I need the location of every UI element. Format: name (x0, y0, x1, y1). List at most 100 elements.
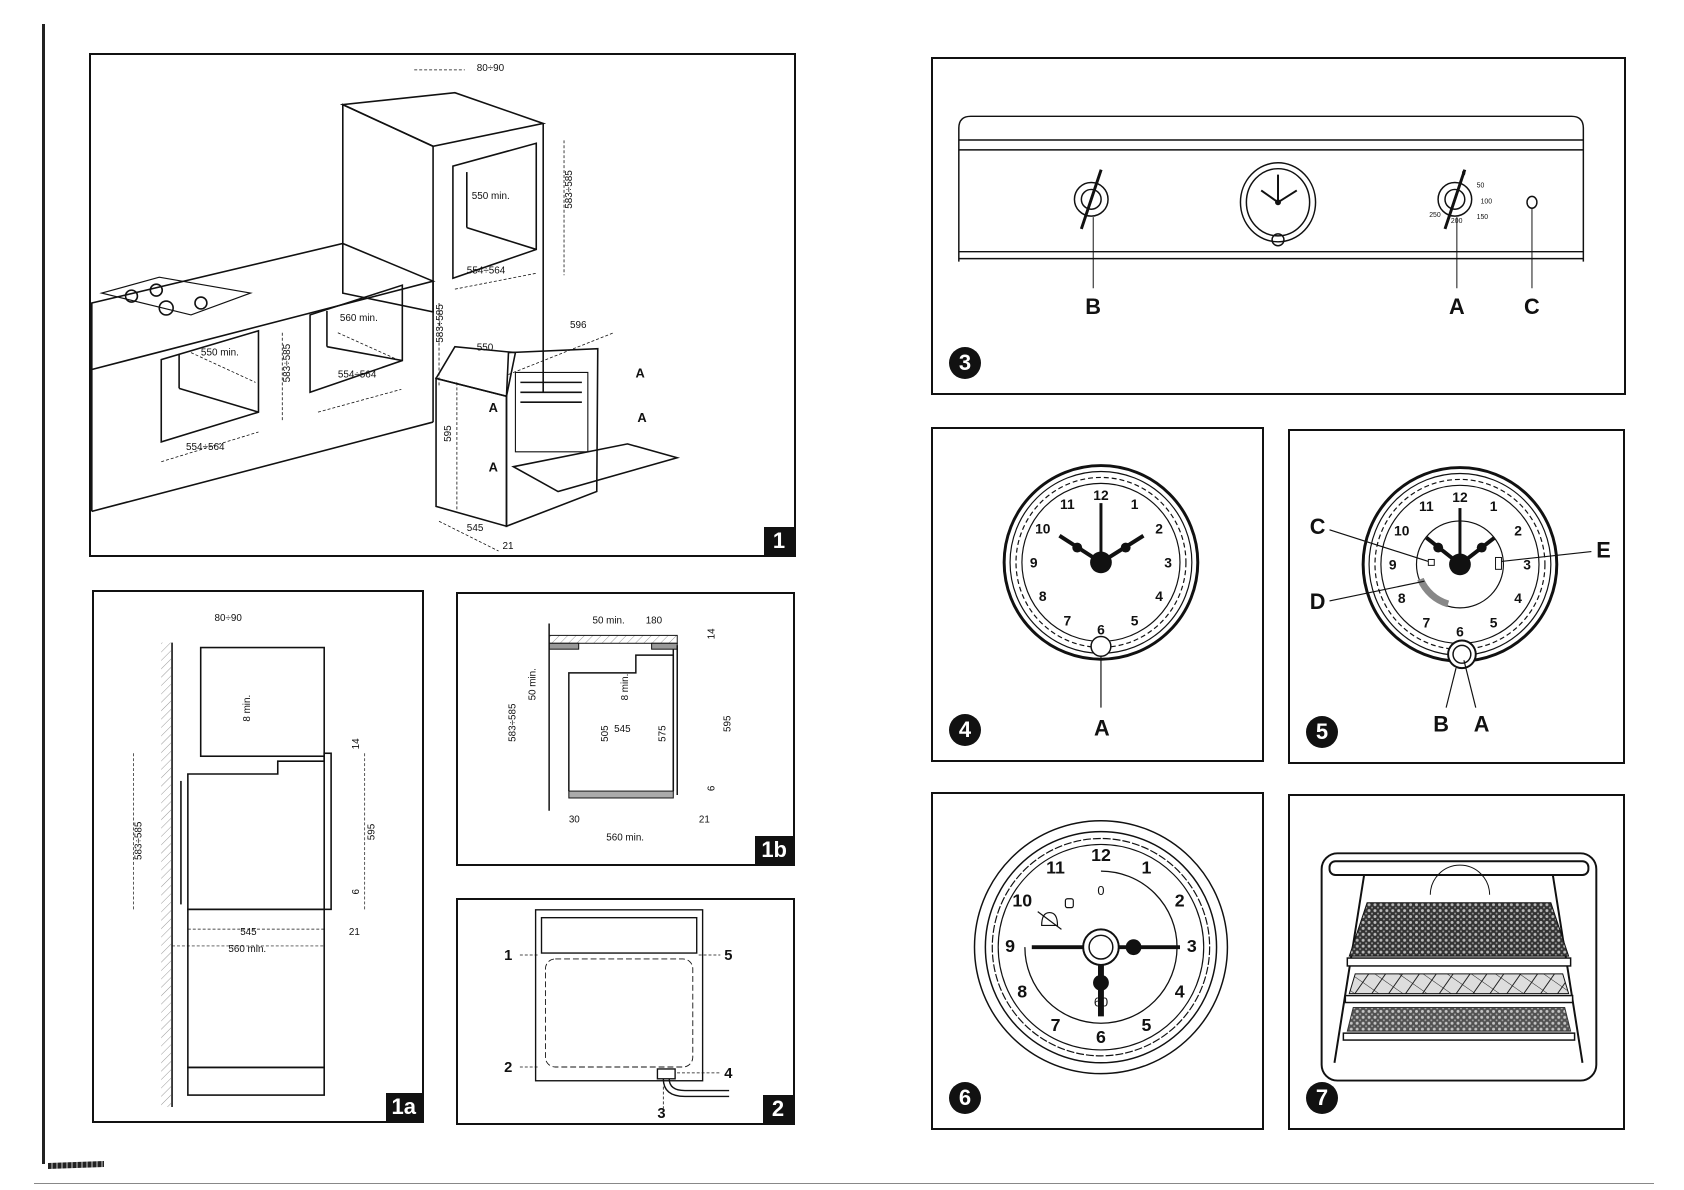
clock-hour-label: 9 (1030, 554, 1038, 570)
lamp-c-label: C (1524, 294, 1540, 319)
knob-a-scale: 50 (1477, 182, 1485, 189)
clock-hour-label: 2 (1175, 891, 1185, 911)
clock-hour-label: 4 (1175, 982, 1185, 1002)
dim-label: 180 (646, 616, 663, 627)
hand-icon (1064, 898, 1074, 909)
dim-label: 550 min. (201, 348, 239, 359)
clock-hour-label: 8 (1017, 982, 1027, 1002)
clock-hour-label: 11 (1419, 498, 1434, 514)
callout-c: C (1310, 514, 1326, 539)
point-label: 4 (724, 1066, 733, 1082)
clock-hour-label: 3 (1523, 556, 1531, 572)
figure-2-fixing-points: 1 2 3 4 5 2 (456, 898, 795, 1125)
dim-label: 583÷585 (133, 821, 144, 860)
knob-a-scale: 100 (1481, 198, 1493, 205)
figure-number-badge: 7 (1306, 1082, 1338, 1114)
figure-1b-section-detail: 50 min. 180 14 583÷585 50 min. 8 min. 50… (456, 592, 795, 866)
figure-1b-drawing: 50 min. 180 14 583÷585 50 min. 8 min. 50… (508, 616, 734, 844)
figure-number-badge: 6 (949, 1082, 981, 1114)
dim-label: 6 (351, 889, 362, 895)
clock-hour-label: 1 (1131, 496, 1139, 512)
clock-hour-label: 9 (1389, 556, 1397, 572)
dim-label: 595 (722, 715, 733, 732)
dim-label: 550 min. (472, 191, 510, 202)
dim-label: 505 (600, 725, 611, 742)
figure-1-drawing: 80÷90 550 min. 583÷585 554÷564 583÷585 5… (91, 63, 681, 552)
dim-label: 14 (707, 628, 718, 639)
knob-b-label: B (1085, 294, 1101, 319)
arrow-label-a: A (489, 460, 498, 475)
dim-label: 50 min. (527, 668, 538, 700)
bottom-rule (34, 1183, 1654, 1184)
dim-label: 583÷585 (508, 703, 519, 742)
dim-label: 14 (351, 738, 362, 749)
inner-scale-label: 0 (1097, 883, 1104, 898)
dim-label: 596 (570, 320, 587, 331)
point-label: 5 (724, 948, 732, 964)
figure-number-badge: 4 (949, 714, 981, 746)
figure-3-control-panel: 0 50 100 150 200 250 B A C 3 (931, 57, 1626, 395)
clock-hour-label: 5 (1490, 615, 1498, 631)
clock-hour-label: 11 (1060, 496, 1075, 512)
dim-label: 8 min. (242, 695, 253, 722)
knob-a-label: A (1449, 294, 1465, 319)
dim-label: 80÷90 (215, 613, 243, 624)
clock-hour-label: 2 (1514, 523, 1522, 539)
dim-label: 583÷585 (282, 343, 293, 382)
point-label: 2 (504, 1060, 512, 1076)
dim-label: 21 (349, 927, 360, 938)
dim-label: 550 (477, 343, 494, 354)
figure-3-drawing: 0 50 100 150 200 250 B A C (958, 115, 1585, 319)
figure-tag: 1b (755, 836, 793, 864)
dim-label: 554÷564 (186, 442, 225, 453)
dim-label: 560 min. (340, 313, 378, 324)
dim-label: 583÷585 (435, 304, 446, 343)
clock-hour-label: 1 (1141, 857, 1151, 877)
dim-label: 8 min. (620, 674, 631, 701)
dim-label: 583÷585 (564, 170, 575, 209)
figure-tag: 1 (764, 527, 794, 555)
dim-label: 21 (699, 815, 710, 826)
clock-hour-label: 6 (1097, 622, 1105, 638)
knob-a-scale: 200 (1451, 218, 1463, 225)
dim-label: 545 (467, 523, 484, 534)
dim-label: 554÷564 (338, 369, 377, 380)
clock-hour-label: 5 (1131, 613, 1139, 629)
knob-a-scale: 150 (1477, 214, 1489, 221)
clock-hour-label: 6 (1096, 1027, 1106, 1047)
figure-tag: 2 (763, 1095, 793, 1123)
clock-hour-label: 7 (1051, 1015, 1061, 1035)
point-label: 1 (504, 948, 512, 964)
dim-label: 595 (443, 425, 454, 442)
clock-hour-label: 4 (1514, 590, 1522, 606)
callout-e: E (1596, 537, 1611, 562)
figure-7-drawing (1320, 852, 1598, 1082)
clock-hour-label: 3 (1187, 936, 1197, 956)
clock-hour-label: 7 (1064, 613, 1072, 629)
clock-hour-label: 12 (1093, 487, 1109, 503)
scan-artifact (48, 1161, 104, 1169)
dim-label: 6 (707, 785, 718, 791)
dim-label: 30 (569, 815, 580, 826)
dim-label: 545 (240, 927, 257, 938)
clock-hour-label: 10 (1012, 891, 1032, 911)
clock-hour-label: 8 (1039, 588, 1047, 604)
clock-hour-label: 12 (1452, 489, 1468, 505)
callout-a: A (1474, 711, 1490, 736)
figure-2-drawing: 1 2 3 4 5 (504, 909, 733, 1122)
clock-hour-label: 8 (1398, 590, 1406, 606)
clock-hour-label: 4 (1155, 588, 1163, 604)
figure-1a-side-section: 80÷90 8 min. 583÷585 14 595 6 545 560 mi… (92, 590, 424, 1123)
figure-number-badge: 5 (1306, 716, 1338, 748)
clock-hour-label: 3 (1164, 554, 1172, 570)
callout-d: D (1310, 589, 1326, 614)
figure-number-badge: 3 (949, 347, 981, 379)
